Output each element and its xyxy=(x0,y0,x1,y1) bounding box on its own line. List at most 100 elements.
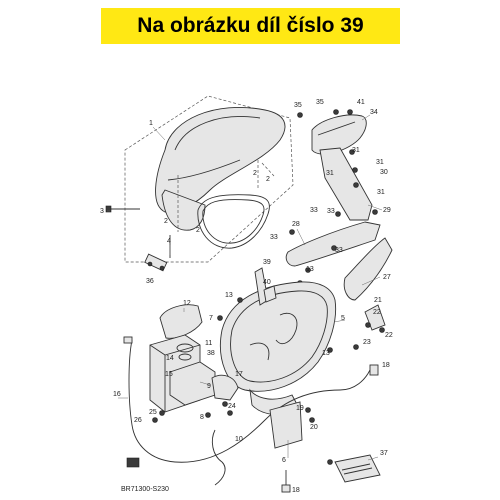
callout-41: 41 xyxy=(357,99,365,106)
callout-13: 13 xyxy=(225,292,233,299)
grab-bar xyxy=(285,221,381,267)
callout-39: 39 xyxy=(263,259,271,266)
callout-23: 23 xyxy=(363,339,371,346)
screw-35-icon xyxy=(333,109,339,115)
clip-26-icon xyxy=(152,417,158,423)
callout-29: 29 xyxy=(383,207,391,214)
rear-stay xyxy=(319,147,373,221)
callout-36: 36 xyxy=(146,278,154,285)
callout-2: 2 xyxy=(196,227,200,234)
callout-28: 28 xyxy=(292,221,300,228)
callout-18: 18 xyxy=(382,362,390,369)
callout-35: 35 xyxy=(316,99,324,106)
callout-5: 5 xyxy=(341,315,345,322)
leader-lines xyxy=(107,114,383,461)
seat-edge-line xyxy=(167,159,241,181)
callout-22: 22 xyxy=(385,332,393,339)
callout-33: 33 xyxy=(335,247,343,254)
seat-dashed-outline xyxy=(124,95,294,263)
screw-7-icon xyxy=(217,315,223,321)
cable-end xyxy=(123,336,133,344)
seat-seal-ring-outer xyxy=(197,194,270,249)
bolt-33-icon xyxy=(289,229,295,235)
callout-25: 25 xyxy=(149,409,157,416)
clip-24-icon xyxy=(222,401,228,407)
clip-20-icon xyxy=(309,417,315,423)
callout-13: 13 xyxy=(322,350,330,357)
front-arrow-icon xyxy=(126,457,140,468)
callout-24: 24 xyxy=(228,403,236,410)
header-title: Na obrázku díl číslo 39 xyxy=(137,14,364,37)
callout-3: 3 xyxy=(100,208,104,215)
screw-31-icon xyxy=(349,149,355,155)
cable-10 xyxy=(211,429,226,486)
owners-manual-37 xyxy=(334,454,381,483)
storage-box-body xyxy=(220,281,337,392)
part-17 xyxy=(211,374,239,401)
callout-2: 2 xyxy=(164,218,168,225)
bolt-33-icon xyxy=(372,209,378,215)
connector-18 xyxy=(281,484,291,493)
storage-box xyxy=(220,281,337,416)
seat-lock-cable xyxy=(123,304,386,493)
storage-box-recess xyxy=(249,342,270,361)
clip-25-icon xyxy=(159,410,165,416)
clip-22-icon xyxy=(379,327,385,333)
screw-31-icon xyxy=(353,182,359,188)
callout-14: 14 xyxy=(166,355,174,362)
callout-10: 10 xyxy=(235,436,243,443)
callout-11: 11 xyxy=(205,340,212,347)
diagram-code: BR71300-S230 xyxy=(121,486,169,493)
side-cover xyxy=(343,237,393,301)
clip-2-icon xyxy=(227,410,233,416)
callout-33: 33 xyxy=(310,207,318,214)
bracket-6 xyxy=(269,401,303,449)
bolt-13-icon xyxy=(237,297,243,303)
callout-31: 31 xyxy=(376,159,384,166)
battery-cover xyxy=(159,304,203,339)
header-banner: Na obrázku díl číslo 39 xyxy=(101,8,400,44)
bolt-13-icon xyxy=(305,267,311,273)
clip-18 xyxy=(369,364,379,376)
callout-15: 15 xyxy=(165,371,173,378)
seat-stitch-line xyxy=(174,116,261,151)
callout-35: 35 xyxy=(294,102,302,109)
callout-33: 33 xyxy=(270,234,278,241)
guide-line xyxy=(261,162,275,177)
callout-20: 20 xyxy=(310,424,318,431)
callout-31: 31 xyxy=(377,189,385,196)
callout-2: 2 xyxy=(253,170,257,177)
grab-bar-assembly xyxy=(285,109,393,301)
callout-37: 37 xyxy=(380,450,388,457)
bolt-33-icon xyxy=(331,245,337,251)
callout-2: 2 xyxy=(266,176,270,183)
callout-4: 4 xyxy=(167,238,171,245)
callout-9: 9 xyxy=(207,383,211,390)
clip-22-icon xyxy=(365,322,371,328)
callout-12: 12 xyxy=(183,300,191,307)
cable-16 xyxy=(128,339,371,463)
callout-31: 31 xyxy=(326,170,334,177)
tail-cover-line xyxy=(317,121,356,136)
callout-13: 13 xyxy=(306,266,314,273)
callout-7: 7 xyxy=(209,315,213,322)
callout-21: 21 xyxy=(374,297,382,304)
callout-1: 1 xyxy=(149,120,153,127)
clip-icon xyxy=(327,459,333,465)
callout-6: 6 xyxy=(282,457,286,464)
callout-40: 40 xyxy=(263,279,271,286)
screw-31-icon xyxy=(352,167,358,173)
callout-22: 22 xyxy=(373,309,381,316)
seat-cushion xyxy=(155,106,286,213)
bolt-13-icon xyxy=(327,347,333,353)
ring-11 xyxy=(176,343,194,353)
clip-23-icon xyxy=(353,344,359,350)
ring-38 xyxy=(178,353,192,361)
seat-assembly xyxy=(124,95,294,263)
callout-17: 17 xyxy=(235,371,243,378)
screw-41-icon xyxy=(347,109,353,115)
callout-30: 30 xyxy=(380,169,388,176)
callout-33: 33 xyxy=(327,208,335,215)
callout-26: 26 xyxy=(134,417,142,424)
